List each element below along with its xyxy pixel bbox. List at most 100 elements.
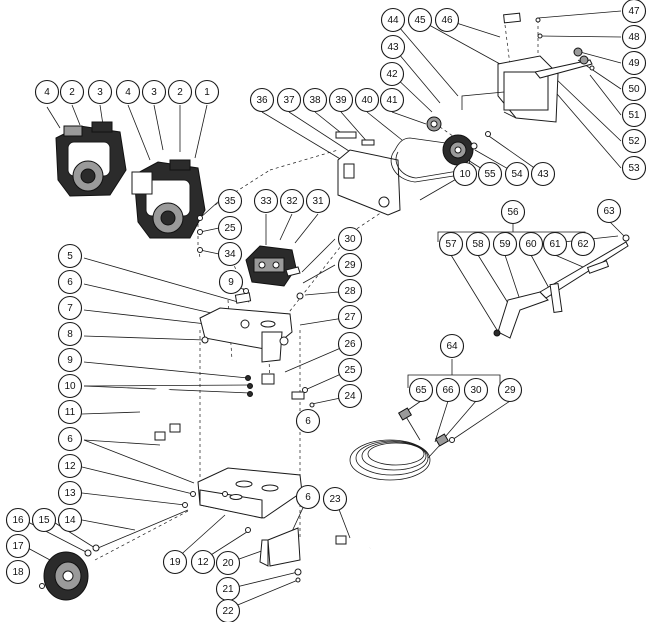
callout-number: 38 (309, 95, 321, 106)
callout-37: 37 (276, 87, 302, 113)
callout-number: 29 (344, 260, 356, 271)
handle-upper (143, 387, 181, 442)
belt (390, 137, 471, 183)
callout-bubble (194, 79, 220, 105)
callout-bubble (530, 161, 556, 187)
callout-24: 24 (337, 383, 363, 409)
callout-bubble (279, 188, 305, 214)
callout-number: 17 (12, 541, 24, 552)
callout-number: 27 (344, 312, 356, 323)
callout-bubble (295, 408, 321, 434)
callout-bubble (518, 231, 544, 257)
callout-23: 23 (322, 486, 348, 512)
callout-54: 54 (504, 161, 530, 187)
callout-bubble (115, 79, 141, 105)
callout-bubble (542, 231, 568, 257)
callout-bubble (337, 226, 363, 252)
callout-bubble (328, 87, 354, 113)
callout-14: 14 (57, 507, 83, 533)
callout-number: 25 (344, 365, 356, 376)
callout-bubble (57, 373, 83, 399)
callout-bubble (57, 453, 83, 479)
callout-28: 28 (337, 278, 363, 304)
callout-number: 42 (386, 69, 398, 80)
callout-number: 20 (222, 558, 234, 569)
callout-42: 42 (379, 61, 405, 87)
callout-bubble (439, 333, 465, 359)
callout-bubble (438, 231, 464, 257)
callout-bubble (295, 484, 321, 510)
callout-number: 43 (387, 42, 399, 53)
callout-number: 12 (197, 557, 209, 568)
callout-bubble (337, 383, 363, 409)
callout-6: 6 (295, 408, 321, 434)
callout-12: 12 (190, 549, 216, 575)
callout-52: 52 (621, 128, 647, 154)
callout-bubble (5, 533, 31, 559)
callout-bubble (249, 87, 275, 113)
callout-number: 33 (260, 196, 272, 207)
callout-58: 58 (465, 231, 491, 257)
callout-41: 41 (379, 87, 405, 113)
callout-3: 3 (141, 79, 167, 105)
callout-bubble (253, 188, 279, 214)
callout-bubble (435, 377, 461, 403)
callout-number: 46 (441, 15, 453, 26)
callout-number: 13 (64, 488, 76, 499)
callout-46: 46 (434, 7, 460, 33)
callout-2: 2 (167, 79, 193, 105)
callout-number: 26 (344, 339, 356, 350)
callout-number: 22 (222, 606, 234, 617)
callout-29: 29 (497, 377, 523, 403)
callout-2: 2 (59, 79, 85, 105)
callout-number: 4 (125, 87, 131, 98)
callout-bubble (34, 79, 60, 105)
callout-number: 6 (67, 434, 73, 445)
callout-number: 65 (415, 385, 427, 396)
callout-bubble (379, 87, 405, 113)
callout-number: 19 (169, 557, 181, 568)
callout-number: 34 (224, 249, 236, 260)
callout-bubble (500, 199, 526, 225)
callout-number: 63 (603, 206, 615, 217)
callout-number: 28 (344, 286, 356, 297)
callout-bubble (57, 507, 83, 533)
callout-number: 10 (459, 169, 471, 180)
callout-number: 3 (97, 87, 103, 98)
callout-65: 65 (408, 377, 434, 403)
callout-bubble (215, 550, 241, 576)
belt-guard-bracket (335, 131, 401, 216)
callout-6: 6 (57, 426, 83, 452)
callout-4: 4 (115, 79, 141, 105)
callout-27: 27 (337, 304, 363, 330)
callout-bubble (621, 128, 647, 154)
callout-bubble (337, 304, 363, 330)
callout-number: 12 (64, 461, 76, 472)
callout-bubble (621, 50, 647, 76)
callout-34: 34 (217, 241, 243, 267)
pump-mount-plate (199, 292, 293, 363)
callout-6: 6 (295, 484, 321, 510)
callout-number: 62 (577, 239, 589, 250)
callout-bubble (276, 87, 302, 113)
callout-bubble (492, 231, 518, 257)
callout-number: 55 (484, 169, 496, 180)
callout-bubble (190, 549, 216, 575)
callout-18: 18 (5, 559, 31, 585)
axle-wheel (39, 509, 189, 601)
callout-number: 54 (511, 169, 523, 180)
callout-bubble (87, 79, 113, 105)
callout-9: 9 (57, 347, 83, 373)
callout-bubble (322, 486, 348, 512)
callout-19: 19 (162, 549, 188, 575)
callout-number: 11 (65, 407, 76, 418)
callout-57: 57 (438, 231, 464, 257)
callout-number: 6 (67, 277, 73, 288)
callout-45: 45 (407, 7, 433, 33)
callout-50: 50 (621, 76, 647, 102)
callout-5: 5 (57, 243, 83, 269)
callout-1: 1 (194, 79, 220, 105)
callout-number: 24 (344, 391, 356, 402)
callout-number: 37 (283, 95, 295, 106)
callout-bubble (218, 269, 244, 295)
